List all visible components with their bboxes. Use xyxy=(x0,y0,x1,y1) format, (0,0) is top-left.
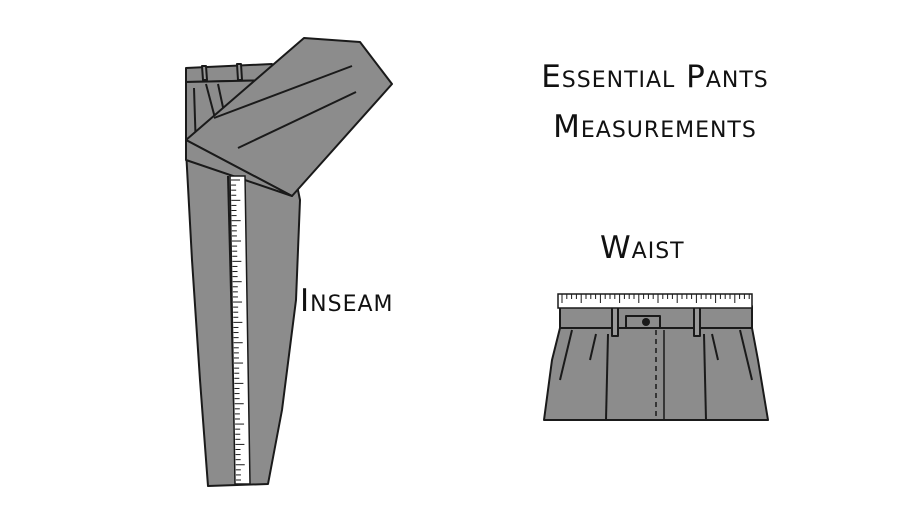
waist-label: Waist xyxy=(600,230,685,266)
title-line-1: Essential Pants xyxy=(541,59,769,95)
inseam-label: Inseam xyxy=(300,283,394,319)
inseam-measuring-tape xyxy=(229,175,251,485)
diagram-title: Essential Pants Measurements xyxy=(470,52,840,152)
title-line-2: Measurements xyxy=(553,109,757,145)
waist-illustration xyxy=(543,305,769,421)
waist-measuring-tape xyxy=(557,293,753,309)
pant-leg-illustration xyxy=(185,37,393,487)
